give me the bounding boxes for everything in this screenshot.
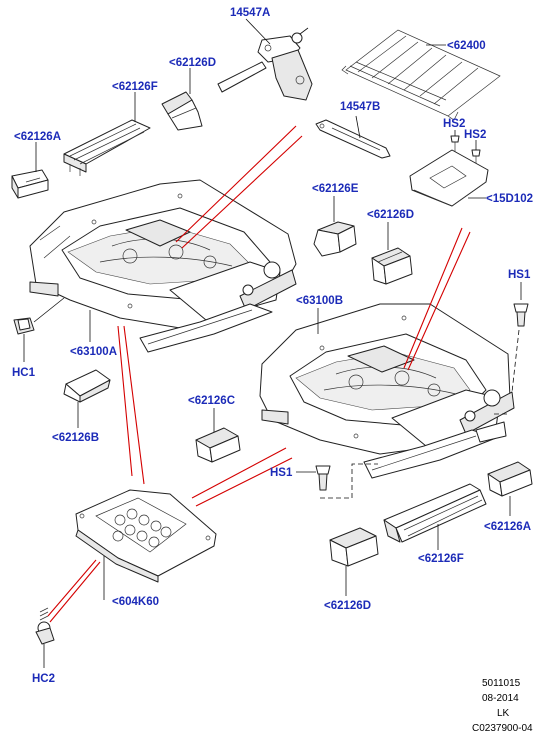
label-62126A-top: <62126A (14, 131, 61, 143)
label-14547A: 14547A (230, 7, 270, 19)
pan-mesh (112, 508, 172, 548)
hs2-screw-b (471, 149, 481, 166)
part-15D102-module (409, 149, 489, 207)
part-62126A-cover-right (487, 461, 533, 497)
label-62126D-bottom: <62126D (324, 600, 371, 612)
label-14547B: 14547B (340, 101, 380, 113)
label-62126D-top: <62126D (169, 57, 216, 69)
hc1-clip (13, 317, 35, 335)
label-63100B: <63100B (296, 295, 343, 307)
part-62126D-cover-top (161, 91, 203, 131)
part-62126C-cover (195, 427, 241, 463)
callout-labels: 14547A <62400 <62126D <62126F <62126A 14… (12, 7, 533, 685)
label-62126E: <62126E (312, 183, 359, 195)
label-hs2-b: HS2 (464, 129, 486, 141)
reference-block: 5011015 08-2014 LK C0237900-04 (472, 678, 533, 734)
label-hc1: HC1 (12, 367, 36, 379)
label-62126F-top: <62126F (112, 81, 158, 93)
part-62126A-cover-left (11, 169, 49, 199)
label-604K60: <604K60 (112, 596, 159, 608)
label-hs1-right: HS1 (508, 269, 531, 281)
hs1-bolt-right (513, 303, 529, 327)
part-62126E-cover (313, 221, 357, 257)
label-hs2-a: HS2 (443, 118, 465, 130)
part-62126F-rail-cover-bottom (383, 483, 487, 543)
reference-line-2: 08-2014 (482, 693, 519, 704)
label-15D102: <15D102 (486, 193, 533, 205)
part-62126F-rail-cover-top (63, 119, 151, 176)
reference-line-3: LK (497, 708, 510, 719)
part-62400-wire-frame (341, 29, 501, 121)
part-14547B-bar (315, 119, 391, 159)
label-62126C: <62126C (188, 395, 235, 407)
part-63100B-seat-frame-right (259, 303, 515, 479)
hs1-bolt-mid (315, 465, 331, 491)
hc2-clip (35, 607, 55, 645)
part-63100A-seat-frame-left (29, 179, 297, 353)
label-62126A-right: <62126A (484, 521, 531, 533)
label-hs1-mid: HS1 (270, 467, 293, 479)
red-leader-lines (47, 125, 471, 623)
label-62400: <62400 (447, 40, 486, 52)
hs2-screw-a (450, 135, 460, 152)
reference-line-4: C0237900-04 (472, 723, 533, 734)
part-62126D-cover-mid (371, 247, 413, 285)
part-62126B-cover (63, 369, 111, 403)
label-62126B: <62126B (52, 432, 99, 444)
label-62126D-mid: <62126D (367, 209, 414, 221)
reference-line-1: 5011015 (482, 678, 521, 689)
label-62126F-bottom: <62126F (418, 553, 464, 565)
label-63100A: <63100A (70, 346, 117, 358)
part-604K60-seat-pan (75, 489, 217, 583)
label-hc2: HC2 (32, 673, 55, 685)
part-62126D-cover-bottom (329, 527, 379, 567)
